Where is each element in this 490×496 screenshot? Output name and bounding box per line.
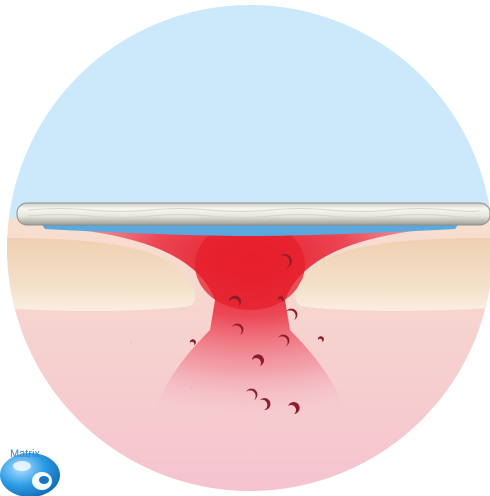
air-region xyxy=(0,0,490,225)
applicator-plate-icon xyxy=(17,203,490,225)
brand-logo: Matrix xyxy=(0,448,60,496)
brand-label: Matrix xyxy=(10,448,40,460)
